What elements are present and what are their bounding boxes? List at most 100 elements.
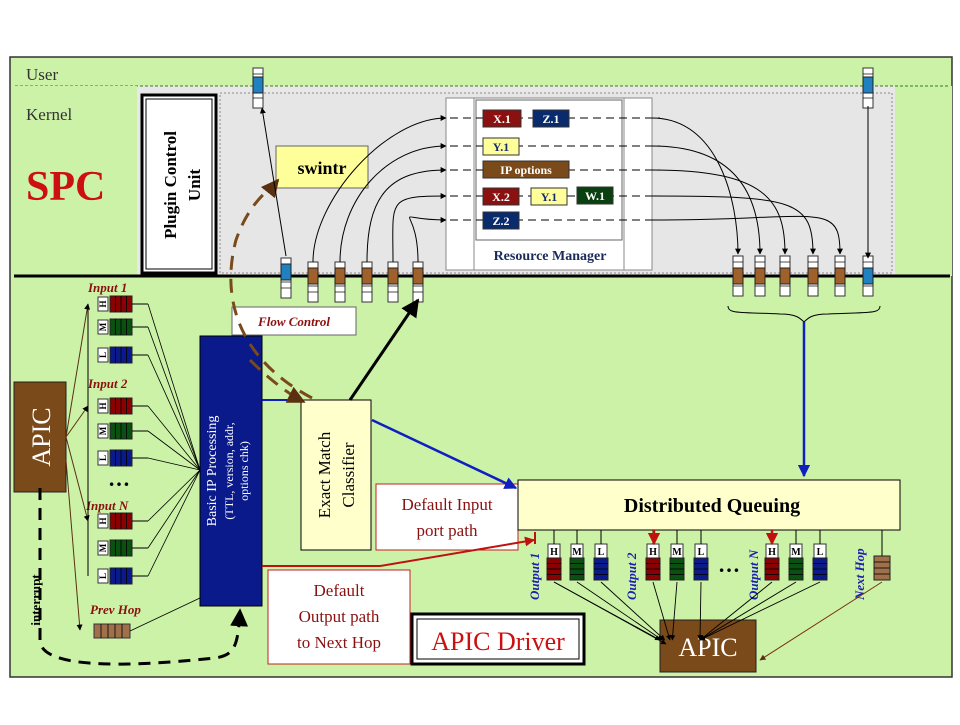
default-output-line1: Default	[314, 581, 365, 600]
resource-manager-label: Resource Manager	[494, 249, 607, 264]
default-output-box	[267, 569, 411, 665]
output-queue-letter: M	[572, 547, 582, 558]
queue-to-apic-arrow	[600, 581, 666, 641]
basic-ip-line1: Basic IP Processing	[205, 416, 220, 527]
input-to-basic-ip-line	[147, 430, 201, 471]
apic-driver-box	[410, 612, 586, 666]
output-queue-letter: L	[817, 547, 824, 558]
apic-to-input-arrow	[65, 303, 91, 438]
rm-to-output-filter-arrow	[651, 169, 788, 255]
plugin-control-unit-box	[140, 93, 218, 275]
swintr-dashed-path	[229, 178, 313, 400]
kernel-label: Kernel	[26, 105, 73, 124]
input2-label: Input 2	[87, 376, 128, 391]
output-queue-letter: M	[672, 547, 682, 558]
prev-hop-to-basic-ip-line	[129, 597, 201, 632]
classifier-line2: Classifier	[339, 442, 358, 507]
plugin-control-unit-line1: Plugin Control	[161, 131, 180, 239]
rm-tag-box	[482, 211, 520, 230]
flow-control-label: Flow Control	[257, 314, 330, 329]
input-queue-letter: L	[98, 352, 108, 358]
apic-to-input-arrow	[65, 436, 90, 522]
rm-tag-box	[532, 109, 570, 128]
rm-tag-label: Y.1	[541, 190, 558, 204]
input-to-basic-ip-line	[147, 354, 201, 471]
classifier-to-filters-arrow	[348, 298, 420, 401]
input-queue-letter-box	[97, 513, 109, 529]
rm-to-output-filter-arrow	[651, 215, 843, 255]
rm-tag-box	[482, 109, 522, 128]
input-queue-letter: H	[98, 517, 108, 524]
rm-tag-label: Z.1	[542, 112, 559, 126]
interrupt-dashed-path	[38, 488, 249, 666]
apic-right-label: APIC	[678, 633, 737, 662]
spc-title: SPC	[26, 164, 105, 210]
output2-label: Output 2	[624, 552, 639, 600]
default-output-line3: to Next Hop	[297, 633, 381, 652]
apic-to-input-arrow	[65, 405, 89, 438]
filter-to-user-arrow	[259, 107, 287, 257]
inputN-label: Input N	[85, 498, 129, 513]
rm-to-output-filter-arrow	[651, 145, 763, 255]
distributed-queuing-box	[517, 479, 901, 531]
output-queue-letter: L	[598, 547, 605, 558]
default-output-line2: Output path	[299, 607, 380, 626]
input-queue-letter: H	[98, 300, 108, 307]
input-queue-letter: L	[98, 573, 108, 579]
queue-to-apic-arrow	[670, 581, 678, 641]
apic-driver-label: APIC Driver	[431, 627, 565, 656]
next-hop-label: Next Hop	[852, 548, 867, 601]
rm-tag-label: IP options	[500, 163, 552, 177]
input-queue-letter-box	[97, 540, 109, 556]
outputN-label: Output N	[746, 549, 761, 600]
output-queue-letter: H	[649, 547, 657, 558]
input-queue-letter-box	[97, 296, 109, 312]
rm-to-output-filter-arrow	[651, 195, 816, 255]
user-label: User	[26, 65, 58, 84]
swintr-label: swintr	[298, 158, 347, 178]
rm-tag-box	[482, 137, 520, 156]
input-to-basic-ip-line	[147, 457, 201, 471]
input-queue-letter: M	[98, 543, 108, 552]
rm-tag-box	[530, 187, 568, 206]
filter-to-rm-arrow	[409, 216, 447, 263]
rm-tag-label: W.1	[585, 189, 605, 203]
output-queue-letter: H	[768, 547, 776, 558]
basic-ip-line2: (TTL, version, addr,	[222, 422, 236, 519]
apic-right-box	[659, 619, 757, 673]
default-output-path-arrow	[262, 536, 535, 567]
rm-tag-box	[482, 160, 570, 179]
classifier-line1: Exact Match	[315, 431, 334, 518]
input-queue-letter: M	[98, 322, 108, 331]
input1-label: Input 1	[87, 280, 127, 295]
input-to-basic-ip-line	[147, 405, 201, 471]
input-to-basic-ip-line	[147, 469, 201, 577]
output-queue-letter: L	[698, 547, 705, 558]
output-queue-letter: M	[791, 547, 801, 558]
plugin-control-unit-line2: Unit	[185, 169, 204, 201]
rm-tag-box	[482, 187, 520, 206]
filter-to-rm-arrow	[312, 115, 447, 263]
input-queue-letter-box	[97, 347, 109, 363]
apic-left-label: APIC	[27, 407, 56, 466]
rm-tag-label: X.2	[492, 190, 510, 204]
queue-to-apic-arrow	[576, 581, 663, 641]
input-queue-letter-box	[97, 319, 109, 335]
input-to-basic-ip-line	[147, 469, 201, 549]
swintr-box	[275, 145, 369, 189]
input-queue-letter-box	[97, 450, 109, 466]
filter-to-rm-arrow	[366, 167, 447, 263]
interrupt-label: interrupt	[28, 574, 43, 626]
apic-to-input-arrow	[65, 459, 83, 631]
exact-match-classifier-box	[300, 399, 372, 551]
queue-to-apic-arrow	[697, 581, 703, 641]
default-input-box	[375, 483, 519, 551]
prev-hop-queue	[93, 623, 131, 639]
input-ellipsis: …	[108, 466, 130, 491]
prev-hop-label: Prev Hop	[90, 602, 141, 617]
input-queue-letter-box	[97, 423, 109, 439]
